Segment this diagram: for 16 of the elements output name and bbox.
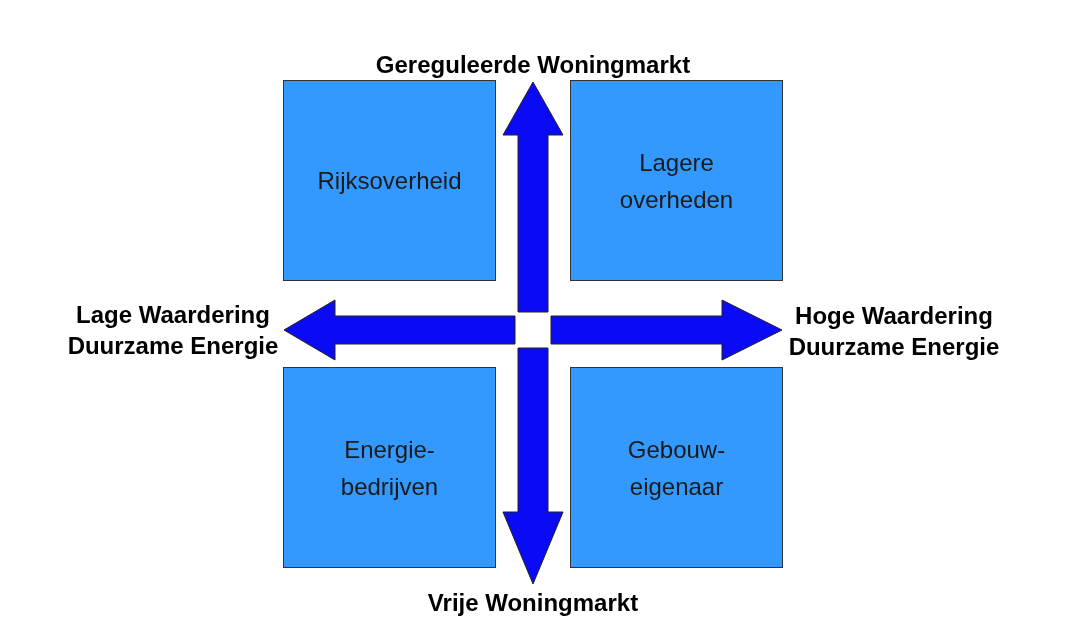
quadrant-label: Rijksoverheid <box>317 166 462 196</box>
quadrant-box <box>283 80 496 281</box>
quadrant-box <box>570 80 783 281</box>
quadrant-label: Lagere overheden <box>618 147 735 215</box>
axis-label: Vrije Woningmarkt <box>427 587 639 618</box>
axis-label: Lage Waardering Duurzame Energie <box>65 299 281 361</box>
quadrant-label: Gebouw- eigenaar <box>626 434 727 502</box>
quadrant-box <box>283 367 496 568</box>
block-arrow <box>502 81 564 313</box>
axis-label: Gereguleerde Woningmarkt <box>375 49 691 80</box>
block-arrow <box>502 347 564 585</box>
axis-label: Hoge Waardering Duurzame Energie <box>786 300 1002 362</box>
quadrant-label: Energie- bedrijven <box>339 434 440 502</box>
block-arrow <box>283 299 516 361</box>
block-arrow <box>550 299 783 361</box>
quadrant-box <box>570 367 783 568</box>
